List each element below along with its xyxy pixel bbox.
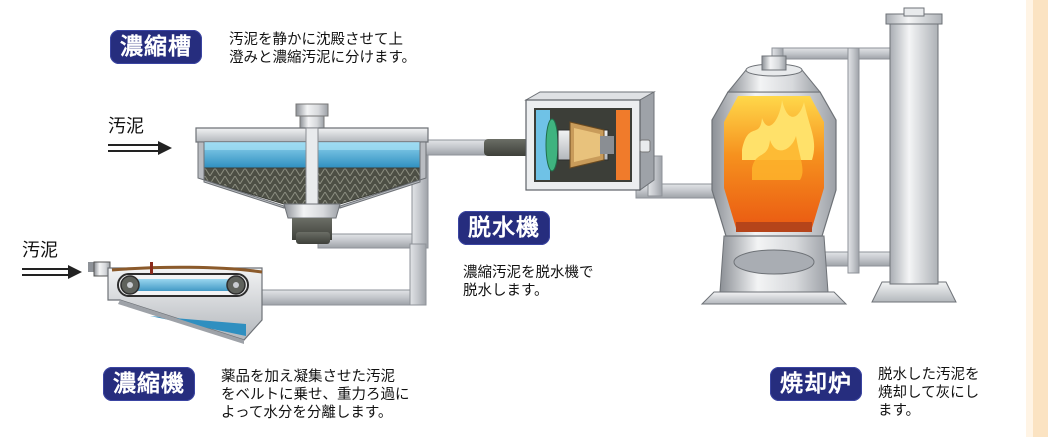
side-strip [1033,0,1048,437]
sludge-inlet-label-upper: 汚泥 [108,116,144,137]
desc-line: 焼却して灰にし [878,385,980,401]
dewatering-machine-description: 濃縮汚泥を脱水機で 脱水します。 [463,264,594,300]
incinerator-title: 焼却炉 [770,367,862,401]
desc-line: 汚泥を静かに沈殿させて上 [229,32,403,48]
sludge-inlet-label-lower: 汚泥 [22,240,58,261]
desc-line: 澄みと濃縮汚泥に分けます。 [229,50,417,66]
exhaust-stack-illustration [871,7,957,303]
side-strip-light [1026,0,1033,437]
belt-thickener-illustration [88,261,263,344]
dewatering-machine-illustration [524,91,656,191]
thickener-machine-description: 薬品を加え凝集させた汚泥 をベルトに乗せ、重力ろ過に よって水分を分離します。 [221,368,410,422]
thickener-machine-title: 濃縮機 [103,367,195,401]
desc-line: よって水分を分離します。 [221,405,393,421]
desc-line: ます。 [878,403,921,419]
inlet-arrow-lower [22,265,82,279]
incinerator-illustration [700,55,848,305]
desc-line: 薬品を加え凝集させた汚泥 [221,369,395,385]
pipe-network [249,47,893,306]
desc-line: をベルトに乗せ、重力ろ過に [221,387,410,403]
desc-line: 脱水した汚泥を [878,367,980,383]
inlet-arrow-upper [108,141,172,155]
thickening-tank-description: 汚泥を静かに沈殿させて上 澄みと濃縮汚泥に分けます。 [229,31,416,67]
desc-line: 脱水します。 [463,283,549,299]
thickening-tank-illustration [195,103,429,244]
incinerator-description: 脱水した汚泥を 焼却して灰にし ます。 [878,366,980,420]
desc-line: 濃縮汚泥を脱水機で [463,265,594,281]
dewatering-machine-title: 脱水機 [458,211,550,245]
thickening-tank-title: 濃縮槽 [110,30,202,64]
